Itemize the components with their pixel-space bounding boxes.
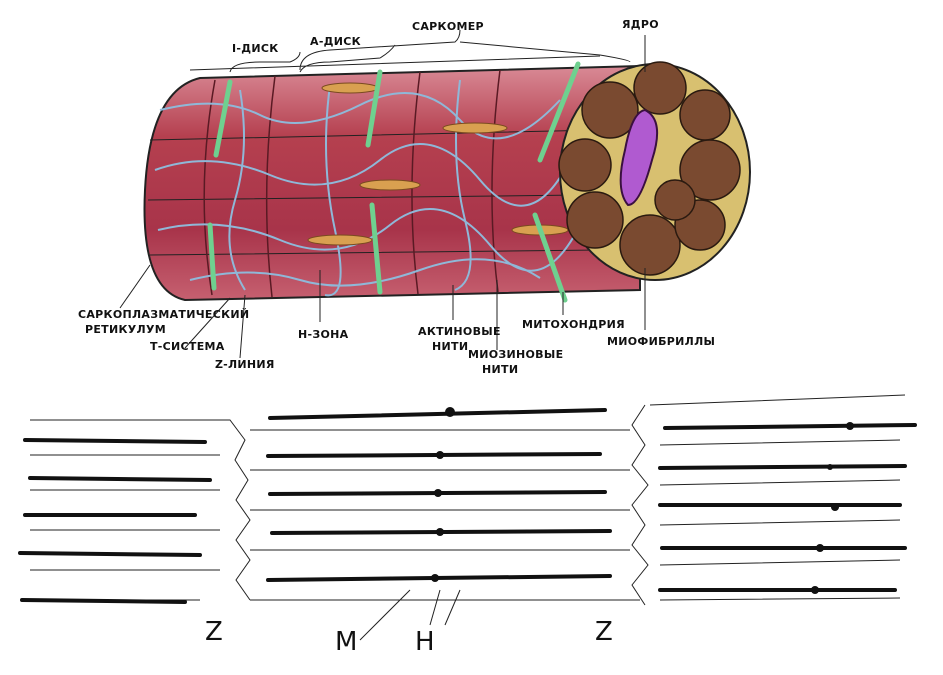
t-tubules [207, 61, 581, 303]
label-myosin-1: МИОЗИНОВЫЕ [468, 348, 563, 361]
label-sarcomere: САРКОМЕР [412, 20, 484, 33]
label-t-system: Т-СИСТЕМА [150, 340, 225, 353]
label-m: M [335, 627, 357, 657]
label-h-zone: Н-ЗОНА [298, 328, 349, 341]
sarcoplasmic-reticulum [154, 79, 581, 297]
label-i-disc: I-ДИСК [232, 42, 279, 55]
label-actin-1: АКТИНОВЫЕ [418, 325, 501, 338]
label-a-disc: А-ДИСК [310, 35, 361, 48]
label-myofibrils: МИОФИБРИЛЛЫ [607, 335, 715, 348]
label-h: H [415, 627, 435, 657]
label-myosin-2: НИТИ [482, 363, 518, 376]
label-actin-2: НИТИ [432, 340, 468, 353]
label-sr-1: САРКОПЛАЗМАТИЧЕСКИЙ [78, 308, 249, 321]
label-z-right: Z [595, 617, 613, 647]
nucleus [619, 108, 659, 207]
label-mitochondria: МИТОХОНДРИЯ [522, 318, 625, 331]
label-z-left: Z [205, 617, 223, 647]
sarcomere-schematic [18, 394, 917, 641]
label-z-line: Z-ЛИНИЯ [215, 358, 275, 371]
label-sr-2: РЕТИКУЛУМ [85, 323, 166, 336]
label-nucleus: ЯДРО [622, 18, 659, 31]
cross-section [558, 61, 751, 281]
